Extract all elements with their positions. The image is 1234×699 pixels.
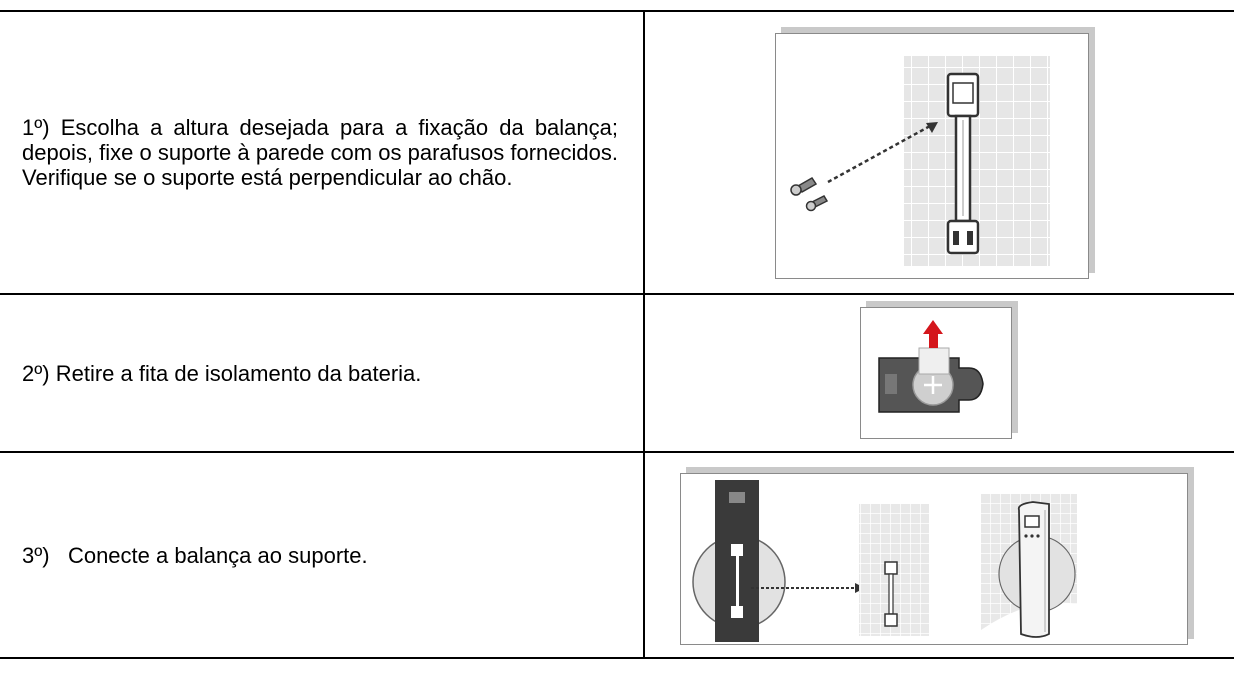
- step-2-paragraph: 2º) Retire a fita de isolamento da bater…: [22, 361, 618, 386]
- step-2-text: Retire a fita de isolamento da bateria.: [55, 360, 422, 386]
- battery-tab-icon: [918, 347, 949, 375]
- screws-icon: [789, 176, 828, 211]
- step-3-text-cell: 3º) Conecte a balança ao suporte.: [0, 451, 644, 659]
- wall-bracket-icon: [946, 72, 979, 254]
- step-3-text: Conecte a balança ao suporte.: [67, 542, 368, 568]
- step-2-number: 2º): [22, 360, 50, 386]
- step-3-number: 3º): [22, 542, 50, 568]
- step-row-3: 3º) Conecte a balança ao suporte.: [0, 451, 1234, 659]
- step-row-1: 1º) Escolha a altura desejada para a fix…: [0, 10, 1234, 294]
- step-1-paragraph: 1º) Escolha a altura desejada para a fix…: [22, 115, 618, 190]
- step-1-number: 1º): [22, 115, 50, 140]
- step-1-text: Escolha a altura desejada para a fixação…: [22, 115, 618, 190]
- attach-scale-figure: [679, 465, 1200, 645]
- step-3-figure-cell: [643, 451, 1234, 659]
- step-2-text-cell: 2º) Retire a fita de isolamento da bater…: [0, 293, 644, 452]
- battery-compartment-icon: [877, 357, 984, 413]
- wall-mount-figure: [774, 27, 1105, 279]
- wall-bracket-icon: [883, 561, 898, 627]
- steps-table: 1º) Escolha a altura desejada para a fix…: [0, 10, 1234, 659]
- battery-figure: [859, 301, 1020, 445]
- step-1-figure-cell: [643, 10, 1234, 294]
- pull-up-arrow-icon: [922, 320, 943, 348]
- scale-back-icon: [691, 480, 786, 642]
- mounted-scale-icon: [997, 501, 1076, 638]
- dotted-arrow-icon: [826, 124, 931, 183]
- step-1-text-cell: 1º) Escolha a altura desejada para a fix…: [0, 10, 644, 294]
- step-3-paragraph: 3º) Conecte a balança ao suporte.: [22, 543, 618, 568]
- step-2-figure-cell: [643, 293, 1234, 452]
- step-row-2: 2º) Retire a fita de isolamento da bater…: [0, 293, 1234, 452]
